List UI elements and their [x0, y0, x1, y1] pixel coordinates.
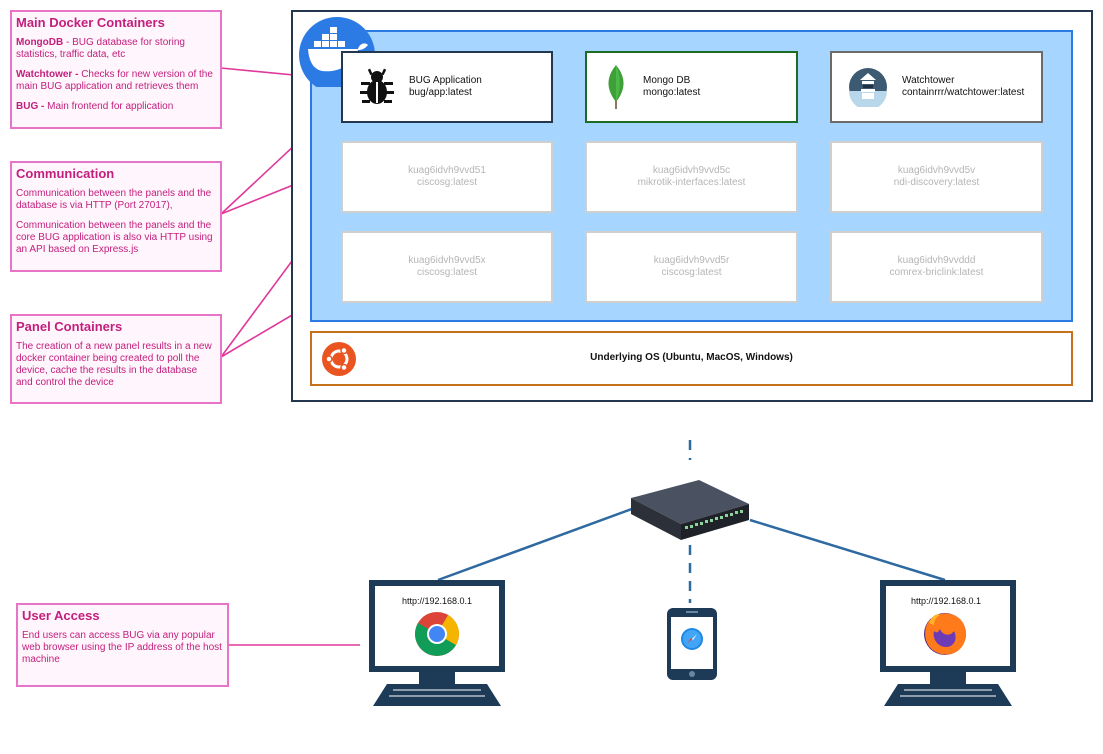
- container-name: BUG Application: [409, 75, 482, 86]
- firefox-icon: [920, 609, 970, 657]
- ubuntu-icon: [321, 341, 357, 377]
- bug-icon: [360, 68, 394, 104]
- container-image: bug/app:latest: [409, 87, 472, 98]
- container-watchtower[interactable]: Watchtower containrrr/watchtower:latest: [830, 51, 1043, 123]
- browser-url-right: http://192.168.0.1: [910, 596, 982, 606]
- panel-id: kuag6idvh9vvddd: [897, 255, 976, 266]
- safari-icon: [680, 627, 704, 651]
- panel-image: ciscosg:latest: [416, 177, 478, 188]
- os-layer: [310, 331, 1073, 386]
- note-text: Communication between the panels and the…: [16, 188, 212, 211]
- container-label: Watchtower containrrr/watchtower:latest: [902, 75, 1024, 99]
- container-label: BUG Application bug/app:latest: [409, 75, 482, 99]
- panel-container[interactable]: kuag6idvh9vvd51 ciscosg:latest: [341, 141, 553, 213]
- note-watchtower: Watchtower - Checks for new version of t…: [16, 69, 213, 92]
- watchtower-icon: [849, 68, 887, 107]
- network-line-right-pc: [749, 518, 946, 582]
- note-bug: BUG - Main frontend for application: [16, 101, 174, 112]
- panel-container[interactable]: kuag6idvh9vvd5c mikrotik-interfaces:late…: [585, 141, 798, 213]
- container-mongo-db[interactable]: Mongo DB mongo:latest: [585, 51, 798, 123]
- panel-id: kuag6idvh9vvd5v: [897, 165, 976, 176]
- mongodb-leaf-icon: [608, 65, 624, 109]
- container-image: containrrr/watchtower:latest: [902, 87, 1025, 98]
- panel-image: comrex-briclink:latest: [889, 267, 984, 278]
- container-bug-application[interactable]: BUG Application bug/app:latest: [341, 51, 553, 123]
- note-panel-containers: Panel Containers The creation of a new p…: [10, 314, 222, 404]
- container-name: Mongo DB: [643, 75, 691, 86]
- note-communication: Communication Communication between the …: [10, 161, 222, 272]
- network-switch-icon: [627, 476, 753, 546]
- panel-image: ciscosg:latest: [661, 267, 722, 278]
- panel-id: kuag6idvh9vvd51: [408, 165, 486, 176]
- container-name: Watchtower: [902, 75, 955, 86]
- panel-container[interactable]: kuag6idvh9vvddd comrex-briclink:latest: [830, 231, 1043, 303]
- panel-id: kuag6idvh9vvd5r: [653, 255, 730, 266]
- panel-image: ndi-discovery:latest: [893, 177, 980, 188]
- panel-container[interactable]: kuag6idvh9vvd5v ndi-discovery:latest: [830, 141, 1043, 213]
- container-label: Mongo DB mongo:latest: [643, 75, 700, 99]
- panel-image: ciscosg:latest: [416, 267, 478, 278]
- note-title: Communication: [16, 166, 115, 181]
- desktop-computer-icon: [367, 578, 507, 708]
- note-text: The creation of a new panel results in a…: [16, 341, 212, 388]
- chrome-icon: [414, 611, 460, 657]
- panel-image: mikrotik-interfaces:latest: [637, 177, 746, 188]
- container-image: mongo:latest: [643, 87, 701, 98]
- note-title: Main Docker Containers: [16, 15, 165, 30]
- os-label: Underlying OS (Ubuntu, MacOS, Windows): [590, 352, 793, 363]
- note-text: Communication between the panels and the…: [16, 220, 213, 255]
- note-title: Panel Containers: [16, 319, 123, 334]
- note-mongodb: MongoDB - BUG database for storing stati…: [16, 37, 185, 60]
- panel-id: kuag6idvh9vvd5c: [652, 165, 731, 176]
- panel-id: kuag6idvh9vvd5x: [408, 255, 486, 266]
- note-title: User Access: [22, 608, 100, 623]
- network-line-left-pc: [437, 504, 641, 582]
- note-user-access: User Access End users can access BUG via…: [16, 603, 229, 687]
- note-main-containers: Main Docker Containers MongoDB - BUG dat…: [10, 10, 222, 129]
- panel-container[interactable]: kuag6idvh9vvd5r ciscosg:latest: [585, 231, 798, 303]
- note-text: End users can access BUG via any popular…: [22, 630, 222, 665]
- browser-url-left: http://192.168.0.1: [401, 596, 473, 606]
- panel-container[interactable]: kuag6idvh9vvd5x ciscosg:latest: [341, 231, 553, 303]
